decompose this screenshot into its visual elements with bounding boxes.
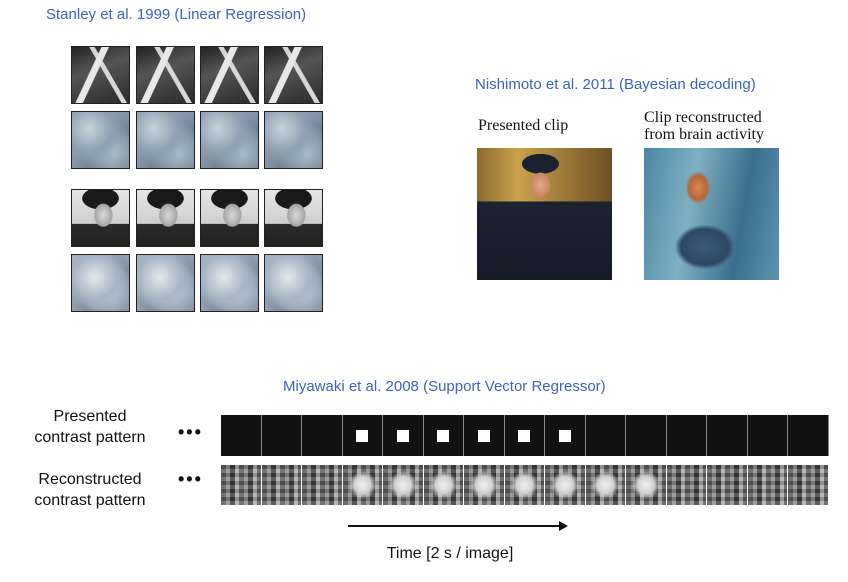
nishimoto-caption: Nishimoto et al. 2011 (Bayesian decoding… — [475, 76, 756, 93]
presented-frame — [545, 415, 586, 456]
stanley-caption: Stanley et al. 1999 (Linear Regression) — [46, 6, 307, 23]
face-reconstructed-4 — [264, 254, 323, 312]
presented-ellipsis: ••• — [178, 422, 203, 442]
presented-frame — [221, 415, 262, 456]
tree-original-4 — [264, 46, 323, 104]
reconstructed-frame — [221, 465, 262, 505]
presented-frame — [423, 415, 465, 456]
reconstructed-frame — [747, 465, 789, 505]
presented-clip-image — [477, 148, 612, 280]
time-arrow — [348, 522, 568, 530]
tree-reconstructed-1 — [71, 111, 130, 169]
reconstructed-frame — [585, 465, 627, 505]
tree-original-3 — [200, 46, 259, 104]
presented-frame — [585, 415, 627, 456]
reconstructed-pattern-label: Reconstructed contrast pattern — [34, 471, 146, 509]
reconstructed-frame — [302, 465, 343, 505]
reconstructed-clip-label: Clip reconstructed from brain activity — [644, 109, 764, 143]
face-original-2 — [136, 189, 195, 247]
presented-frame — [504, 415, 546, 456]
reconstructed-frame — [545, 465, 586, 505]
reconstructed-ellipsis: ••• — [178, 469, 203, 489]
contrast-square — [356, 429, 369, 442]
presented-frame — [747, 415, 789, 456]
presented-pattern-label: Presented contrast pattern — [34, 408, 146, 446]
reconstructed-frame — [261, 465, 303, 505]
presented-frame — [626, 415, 667, 456]
presented-frame — [788, 415, 829, 456]
presented-frame — [302, 415, 343, 456]
contrast-square — [518, 429, 531, 442]
presented-frame — [666, 415, 708, 456]
reconstructed-frame — [504, 465, 546, 505]
reconstructed-frame — [788, 465, 829, 505]
tree-reconstructed-4 — [264, 111, 323, 169]
face-original-3 — [200, 189, 259, 247]
contrast-square — [437, 429, 450, 442]
reconstructed-frame — [342, 465, 384, 505]
face-original-1 — [71, 189, 130, 247]
miyawaki-caption: Miyawaki et al. 2008 (Support Vector Reg… — [283, 378, 606, 395]
face-reconstructed-3 — [200, 254, 259, 312]
reconstructed-clip-image — [644, 148, 779, 280]
face-original-4 — [264, 189, 323, 247]
face-reconstructed-1 — [71, 254, 130, 312]
tree-reconstructed-2 — [136, 111, 195, 169]
reconstructed-frame — [423, 465, 465, 505]
tree-original-2 — [136, 46, 195, 104]
presented-frame — [342, 415, 384, 456]
time-axis-label: Time [2 s / image] — [386, 545, 514, 562]
presented-frame — [261, 415, 303, 456]
presented-frame — [707, 415, 748, 456]
reconstructed-frame — [626, 465, 667, 505]
presented-frame — [464, 415, 505, 456]
reconstructed-frame — [666, 465, 708, 505]
reconstructed-frame — [707, 465, 748, 505]
reconstructed-frame — [464, 465, 505, 505]
face-reconstructed-2 — [136, 254, 195, 312]
contrast-square — [477, 429, 490, 442]
tree-original-1 — [71, 46, 130, 104]
contrast-square — [396, 429, 409, 442]
contrast-square — [559, 429, 572, 442]
reconstructed-frame — [383, 465, 424, 505]
presented-frame — [383, 415, 424, 456]
presented-clip-label: Presented clip — [478, 117, 569, 134]
tree-reconstructed-3 — [200, 111, 259, 169]
